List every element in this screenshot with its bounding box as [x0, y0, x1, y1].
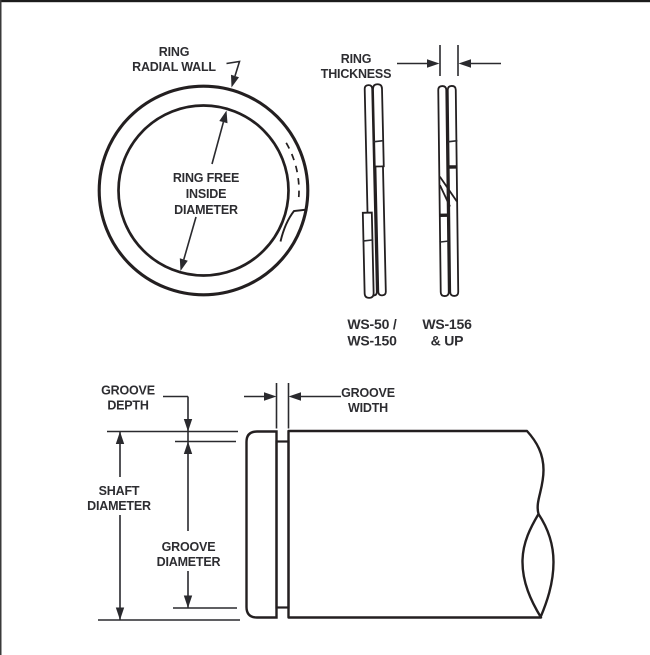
- spiral-end-step: [279, 208, 308, 242]
- shaft-diameter-dimension: [115, 431, 125, 620]
- ws50-label-line1: WS-50 /: [347, 316, 396, 332]
- arrowhead: [231, 74, 239, 88]
- ws156-label-line1: WS-156: [422, 316, 472, 332]
- ring-outer-circle: [97, 84, 310, 297]
- gap-tick-bottom: [439, 240, 450, 243]
- shaft-body: [287, 429, 545, 619]
- ring-free-diameter-label-line1: RING FREE: [173, 171, 239, 185]
- gap-tick-top: [373, 139, 384, 143]
- shaft-diameter-label-line1: SHAFT: [99, 484, 140, 498]
- arrowhead-right-pointing: [264, 392, 277, 401]
- scan-edge-top: [0, 0, 650, 3]
- ring-side-views: RING THICKNESS: [321, 45, 501, 349]
- ring-edge-view-ws156: [437, 85, 460, 297]
- groove-depth-dimension: [163, 395, 193, 531]
- leader-line: [226, 60, 241, 77]
- swage-diagonal-2: [439, 184, 451, 207]
- shaft-groove-view: GROOVE DEPTH SHAFT DIAMETER GROOVE DIAME…: [87, 383, 555, 621]
- groove-width-label-line2: WIDTH: [348, 401, 388, 415]
- turn-strip-right: [446, 85, 460, 297]
- ring-radial-wall-label-line2: RADIAL WALL: [132, 60, 216, 74]
- arrowhead-down: [115, 607, 125, 620]
- groove-diameter-label-line2: DIAMETER: [157, 555, 221, 569]
- shaft-end-collar: [245, 430, 278, 619]
- groove-width-label-line1: GROOVE: [341, 386, 395, 400]
- groove-surface: [275, 440, 290, 609]
- spiral-end-hidden-dashes: [285, 142, 300, 203]
- arrowhead-left-pointing: [458, 59, 471, 68]
- arrowhead-right-pointing: [427, 59, 440, 68]
- ring-thickness-dimension: [397, 45, 501, 76]
- gap-tick-bottom: [362, 239, 374, 242]
- groove-depth-label-line2: DEPTH: [107, 399, 149, 413]
- ring-inner-circle: [117, 104, 290, 277]
- inside-diameter-lower-arrow-icon: [179, 216, 197, 271]
- ring-thickness-label-line1: RING: [341, 52, 371, 66]
- gap-tick-top: [447, 139, 458, 143]
- ring-front-view: RING RADIAL WALL RING FREE INSIDE DIAMET…: [97, 45, 310, 297]
- arrowhead-down: [183, 419, 193, 432]
- arrowhead-up: [115, 431, 125, 444]
- spiral-end-segment-top: [372, 83, 385, 168]
- ring-thickness-label-line2: THICKNESS: [321, 67, 391, 81]
- arrowhead: [219, 110, 228, 124]
- groove-diameter-dimension: [183, 571, 193, 608]
- arrow-shaft: [211, 121, 225, 165]
- ws50-label-line2: WS-150: [347, 333, 397, 349]
- ring-radial-wall-label-line1: RING: [159, 45, 189, 59]
- break-lens-curve: [537, 513, 555, 618]
- arrowhead-down: [183, 595, 193, 608]
- arrowhead-up: [183, 441, 193, 454]
- arrowhead: [179, 258, 188, 271]
- scan-edge-left: [0, 0, 2, 655]
- ws156-label-line2: & UP: [431, 333, 464, 349]
- ring-radial-wall-leader-arrow-icon: [226, 60, 241, 88]
- ring-edge-view-ws50: [361, 83, 387, 299]
- swage-diagonal-1: [439, 176, 458, 202]
- ring-free-diameter-label-line2: INSIDE: [186, 187, 226, 201]
- groove-diameter-label-line1: GROOVE: [162, 540, 216, 554]
- arrowhead-left-pointing: [288, 392, 301, 401]
- groove-depth-label-line1: GROOVE: [101, 384, 155, 398]
- arrow-shaft: [183, 216, 197, 260]
- groove-width-dimension: [244, 383, 341, 429]
- inside-diameter-upper-arrow-icon: [211, 110, 228, 165]
- shaft-diameter-label-line2: DIAMETER: [87, 499, 151, 513]
- spiral-end-segment-bottom: [361, 211, 375, 299]
- ring-free-diameter-label-line3: DIAMETER: [174, 203, 238, 217]
